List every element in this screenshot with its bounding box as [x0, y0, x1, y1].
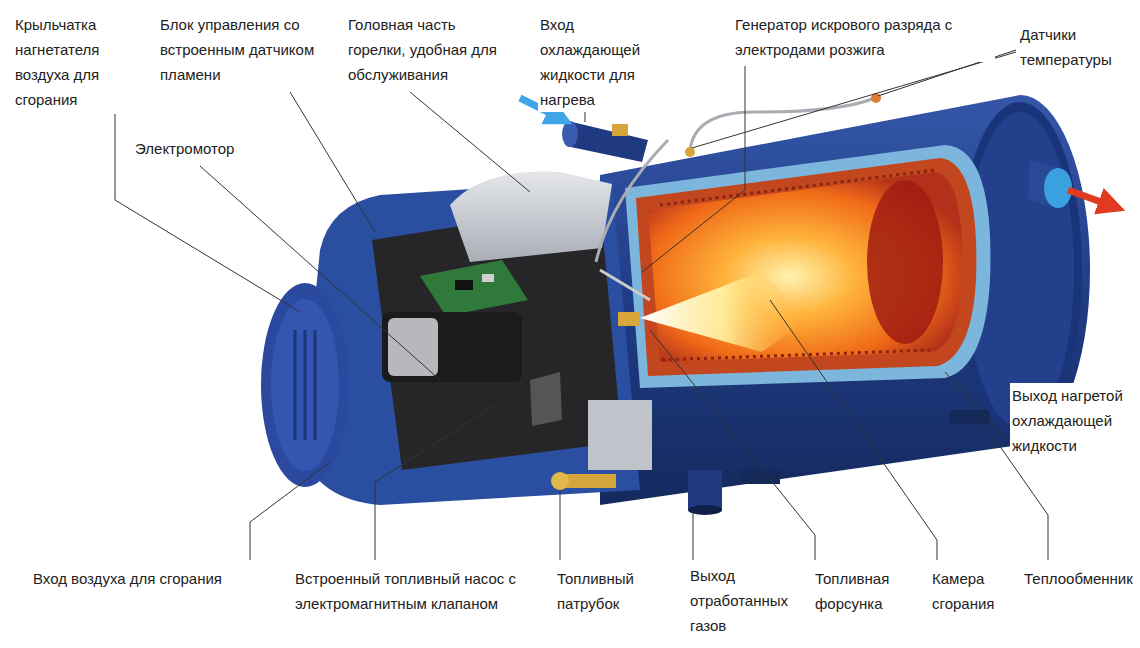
part-label: Блок управления со встроенным датчиком п… [158, 12, 326, 87]
part-label: Вход воздуха для сгорания [31, 566, 271, 591]
part-label: Встроенный топливный насос с электромагн… [293, 566, 538, 616]
part-label: Топливная форсунка [813, 566, 918, 616]
part-label: Вход охлаждающей жидкости для нагрева [538, 12, 678, 112]
part-label: Выход отработанных газов [688, 563, 802, 638]
part-label: Теплообменник [1022, 566, 1136, 591]
part-label: Выход нагретой охлаждающей жидкости [1010, 383, 1135, 458]
part-label: Датчики температуры [1018, 22, 1133, 72]
part-label: Топливный патрубок [555, 566, 655, 616]
part-label: Камера сгорания [930, 566, 1035, 616]
leader-lines [115, 50, 1048, 560]
part-label: Генератор искрового разряда с электродам… [733, 12, 995, 62]
part-label: Электромотор [133, 136, 265, 161]
part-label: Головная часть горелки, удобная для обсл… [346, 12, 508, 87]
part-label: Крыльчатка нагнетателя воздуха для сгора… [13, 12, 125, 112]
